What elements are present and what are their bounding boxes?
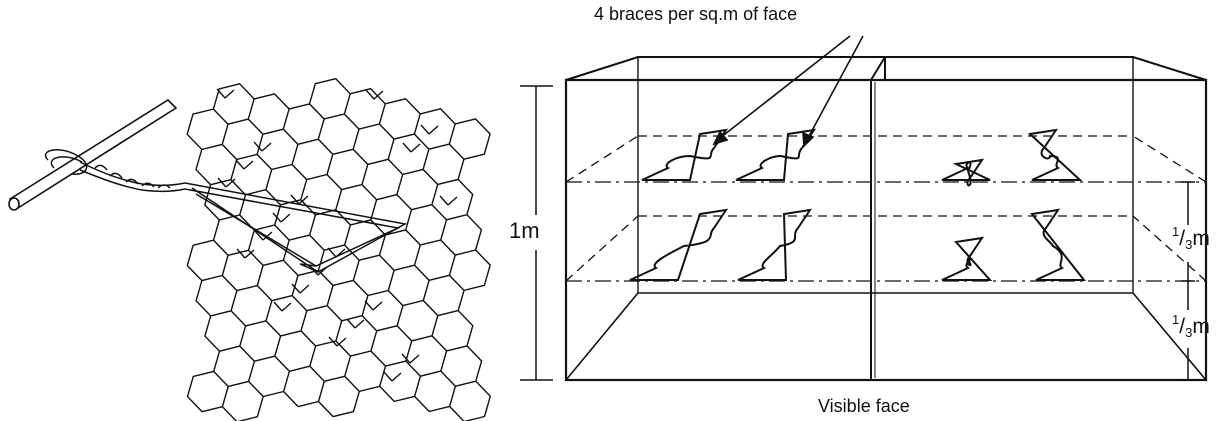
arrowhead [712, 130, 729, 146]
brace-lower-2 [737, 208, 813, 281]
lower-third-level [565, 215, 1207, 282]
height-dimension [520, 85, 553, 381]
hexagonal-wire-mesh [186, 77, 492, 421]
brace-upper-2 [735, 128, 817, 181]
upper-third-level [565, 135, 1207, 183]
brace-wire [44, 149, 408, 273]
box-diaphragm [870, 57, 886, 380]
third-numerator: 1 [1172, 312, 1180, 327]
mesh-illustration [8, 77, 492, 421]
arrowhead [802, 131, 815, 148]
box-bottom-edges [565, 292, 1207, 381]
third-denominator: 3 [1185, 325, 1193, 340]
braces [629, 128, 1087, 281]
brace-lower-4 [1030, 208, 1087, 281]
gabion-box-diagram [520, 35, 1208, 382]
brace-upper-3 [941, 158, 991, 187]
third-unit: m [1192, 315, 1210, 338]
box-back-frame [637, 57, 1134, 294]
brace-lower-3 [941, 236, 993, 281]
box-front-face [564, 78, 1208, 382]
leader-arrows [712, 35, 864, 148]
third-unit: m [1192, 227, 1210, 250]
third-denominator: 3 [1185, 237, 1193, 252]
brace-upper-1 [641, 128, 729, 181]
lower-third-label: 1/3m [1172, 312, 1210, 340]
third-numerator: 1 [1172, 224, 1180, 239]
braces-per-face-label: 4 braces per sq.m of face [594, 4, 798, 24]
height-label: 1m [509, 218, 540, 243]
thirds-dimension [1181, 181, 1195, 381]
brace-upper-4 [1027, 128, 1083, 181]
brace-lower-1 [629, 208, 729, 281]
horizontal-rod [8, 98, 178, 211]
upper-third-label: 1/3m [1172, 224, 1210, 252]
visible-face-label: Visible face [818, 396, 910, 416]
